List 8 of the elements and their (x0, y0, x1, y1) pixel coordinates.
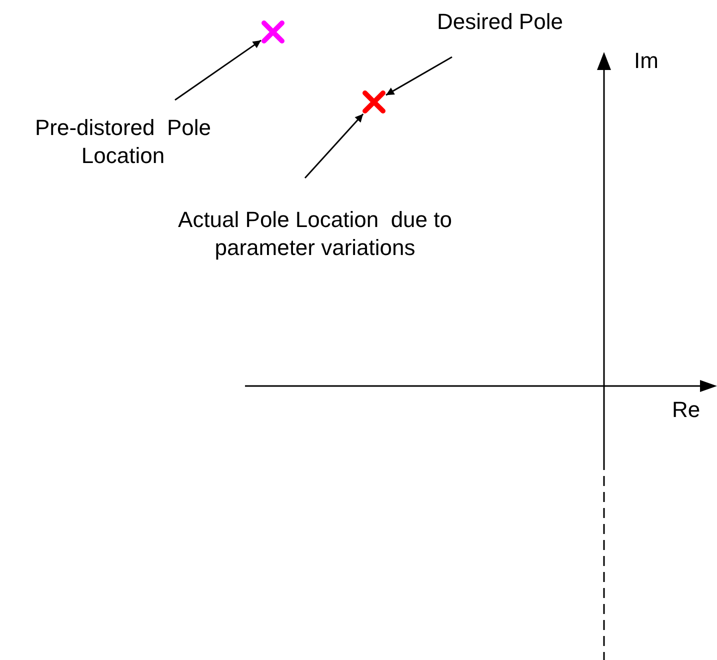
leader-arrow (174, 40, 262, 101)
callout-text: Desired Pole (436, 8, 564, 36)
leader-arrow (304, 114, 364, 178)
leader-arrow (386, 56, 452, 96)
callout-text: Pre-distored Pole Location (34, 114, 212, 170)
axis-label: Re (672, 397, 700, 423)
callout-text: Actual Pole Location due to parameter variations (177, 206, 453, 262)
axis-label: Im (634, 48, 658, 74)
